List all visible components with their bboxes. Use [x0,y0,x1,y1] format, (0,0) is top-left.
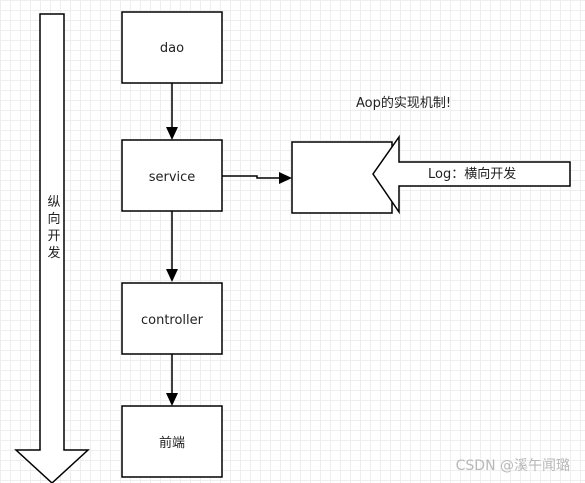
watermark: CSDN @溪午闻璐 [456,458,570,474]
controller-to-frontend-connector [166,354,178,406]
horizontal-arrow-label: Log：横向开发 [428,166,516,182]
controller-node: controller [121,282,223,355]
horizontal-arrow-shape [372,134,571,215]
frontend-node: 前端 [121,405,223,478]
dao-label: dao [160,41,184,56]
service-node: service [121,139,223,212]
service-to-controller-connector [166,211,178,282]
vertical-arrow-label-char-1: 纵 [47,195,60,210]
vertical-arrow-label-char-2: 向 [47,211,60,227]
frontend-label: 前端 [159,435,185,451]
dao-node: dao [121,11,223,84]
log-horizontal-arrow: Log：横向开发 [372,134,571,215]
service-label: service [149,170,196,185]
vertical-arrow-shape [14,13,90,483]
controller-label: controller [141,313,204,328]
vertical-arrow-label-char-4: 发 [47,245,60,261]
dao-to-service-connector [166,83,178,140]
aop-caption: Aop的实现机制! [356,95,451,111]
service-to-aop-connector [222,172,292,184]
vertical-arrow-label-char-3: 开 [47,229,60,244]
vertical-development-arrow: 纵 向 开 发 [14,13,90,483]
frontend-box [121,405,223,478]
